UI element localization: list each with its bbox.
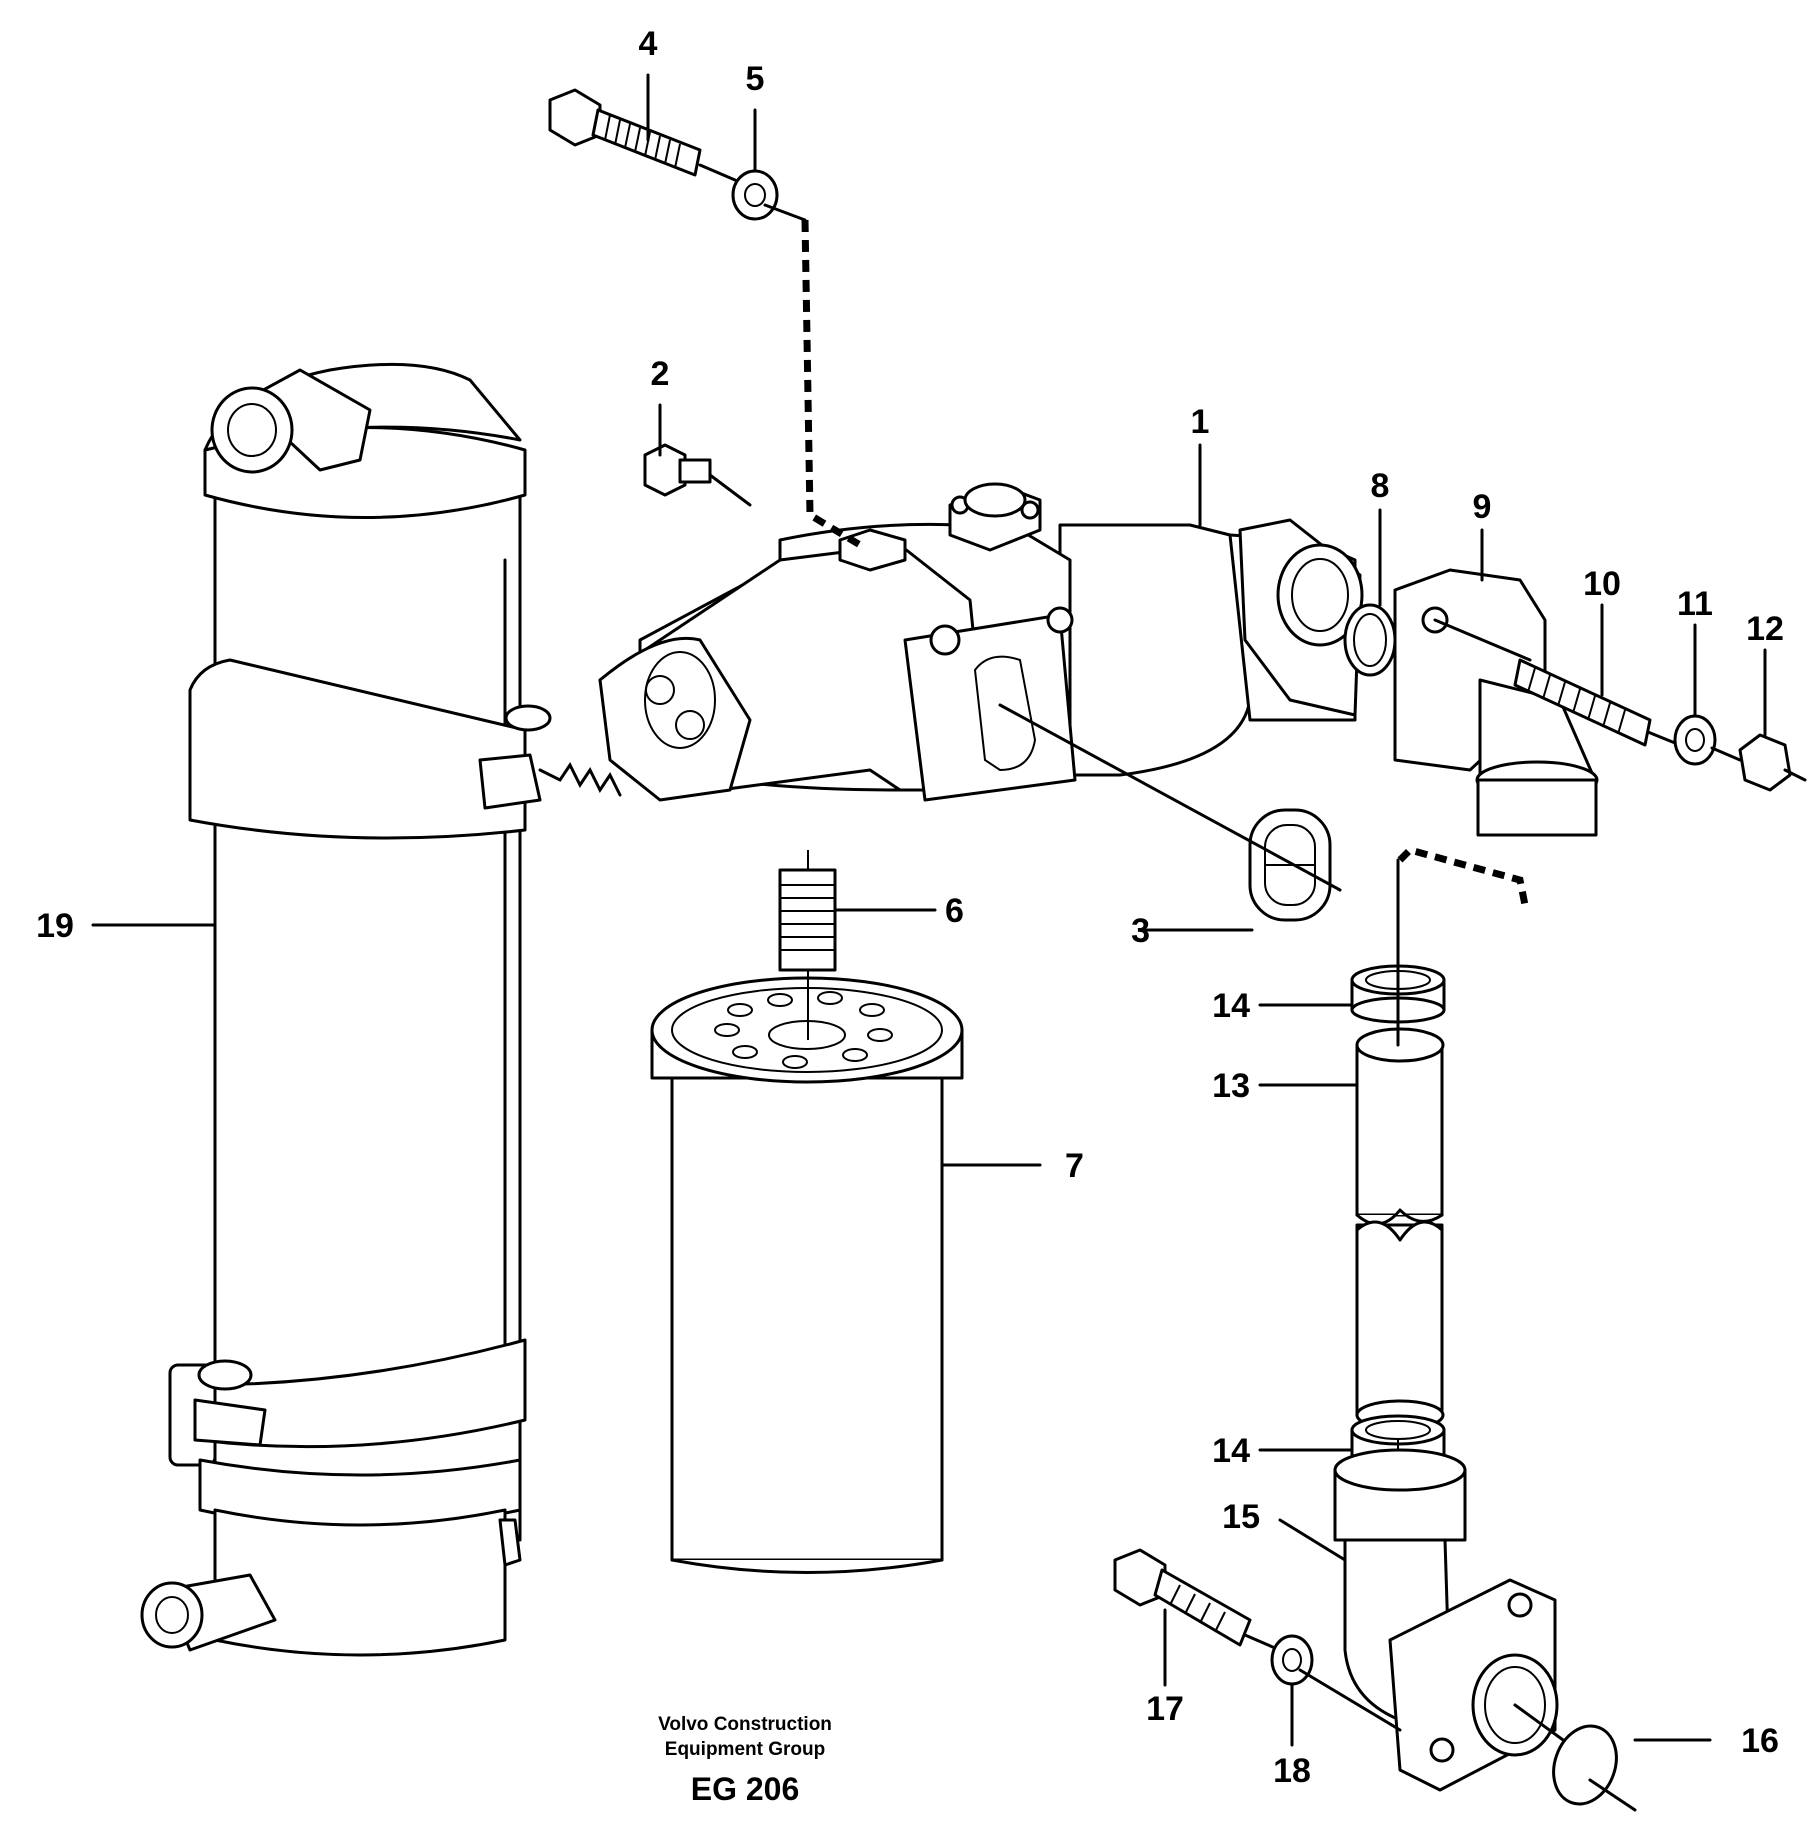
leader-lines (91, 73, 1767, 1747)
callout-8: 8 (1371, 467, 1390, 505)
callout-6: 6 (945, 892, 964, 930)
callout-labels: 1 2 3 4 5 6 7 8 9 10 11 12 13 14 14 15 1… (36, 25, 1784, 1790)
footer-company-line2: Equipment Group (665, 1739, 825, 1760)
callout-14-upper: 14 (1212, 987, 1250, 1025)
callout-13: 13 (1212, 1067, 1250, 1105)
o-ring-8 (1343, 603, 1397, 677)
nut-12 (1738, 733, 1807, 792)
callout-18: 18 (1273, 1752, 1311, 1790)
callout-4: 4 (639, 25, 658, 63)
bolt-4 (548, 88, 737, 182)
callout-19: 19 (36, 907, 74, 945)
elbow-flange-9 (1393, 568, 1599, 837)
o-ring-16 (1552, 1724, 1637, 1812)
filter-holes (714, 991, 893, 1069)
filter-cartridge-7 (650, 976, 964, 1574)
plug-2 (643, 443, 752, 507)
washer-18 (1270, 1634, 1402, 1732)
elbow-15 (1333, 1448, 1572, 1792)
callout-2: 2 (651, 355, 670, 393)
footer-company-line1: Volvo Construction (658, 1714, 832, 1735)
threaded-nipple-6 (778, 850, 837, 1040)
washer-11 (1673, 714, 1742, 766)
callout-9: 9 (1473, 488, 1492, 526)
oil-cooler-19 (140, 362, 622, 1657)
callout-1: 1 (1191, 403, 1210, 441)
callout-11: 11 (1677, 585, 1713, 623)
callout-14-lower: 14 (1212, 1432, 1250, 1470)
footer-code: EG 206 (691, 1771, 800, 1807)
gasket-3 (998, 703, 1342, 922)
callout-15: 15 (1222, 1498, 1260, 1536)
callout-7: 7 (1065, 1147, 1084, 1185)
callout-10: 10 (1583, 565, 1621, 603)
washer-5 (731, 169, 807, 222)
filter-housing-1 (598, 482, 1364, 802)
footer: Volvo Construction Equipment Group EG 20… (658, 1714, 832, 1807)
callout-3: 3 (1131, 912, 1150, 950)
hose-13 (1355, 1027, 1445, 1431)
callout-5: 5 (746, 60, 765, 98)
bolt-17 (1113, 1548, 1277, 1650)
callout-12: 12 (1746, 610, 1784, 648)
callout-16: 16 (1741, 1722, 1779, 1760)
callout-17: 17 (1146, 1690, 1184, 1728)
